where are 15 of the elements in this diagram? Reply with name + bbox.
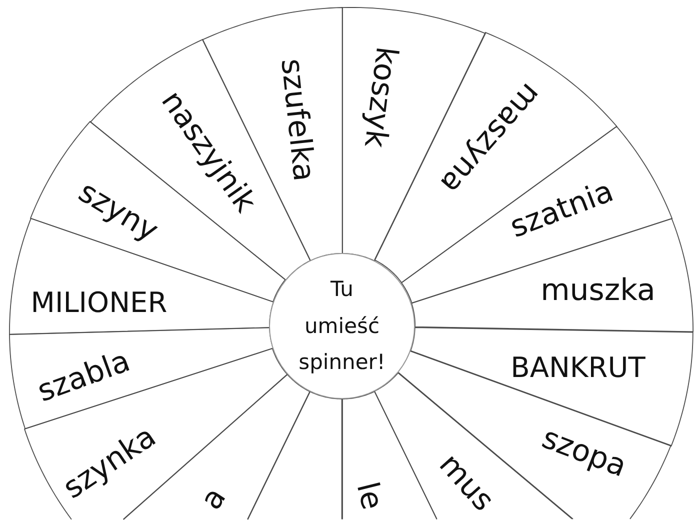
segment-label: szabla [34,346,134,408]
hub-label: Tu umieść spinner! [298,276,386,376]
segment-label: koszyk [358,44,402,150]
wheel-segment [8,327,274,430]
segment-label: szopa [538,423,630,483]
segment-label: MILIONER [30,288,168,317]
wheel-segment [247,391,342,520]
wheel-segment [397,350,672,520]
wheel-segment [24,348,288,520]
segment-label: szufelka [276,57,318,183]
segment-label: le [351,479,387,513]
segment-label: muszka [540,276,656,306]
wheel-segment [342,391,437,520]
segment-label: a [196,483,232,515]
segment-label: BANKRUT [510,354,646,382]
